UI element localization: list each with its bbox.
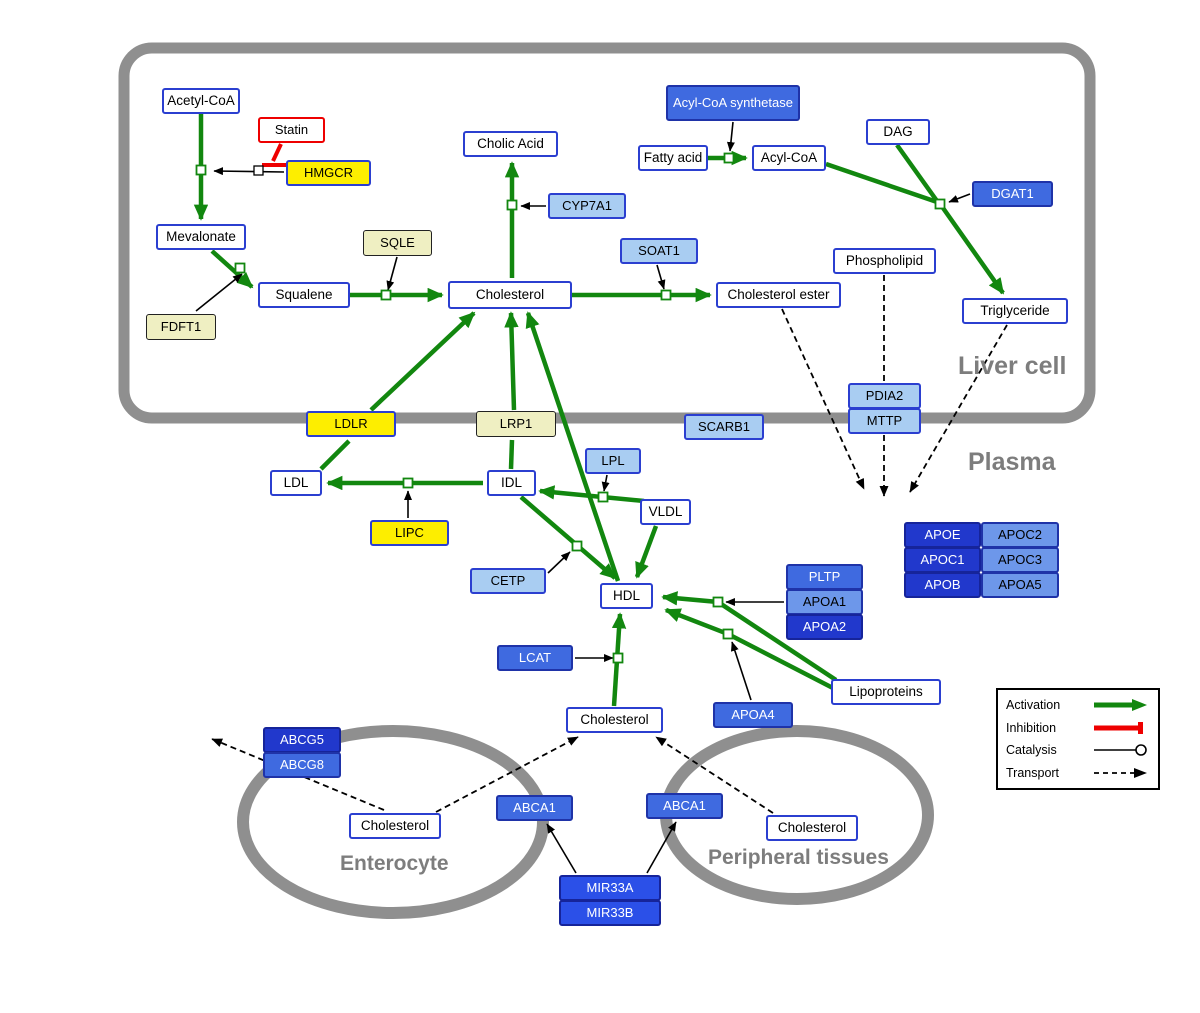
reaction-nodes (195, 152, 946, 664)
enterocyte-membrane (237, 725, 549, 919)
legend: Activation Inhibition Catalysis Transpor… (996, 688, 1160, 790)
activation-arrow-icon (1094, 699, 1147, 712)
legend-item-transport: Transport (1006, 766, 1150, 780)
peripheral-tissues-label: Peripheral tissues (708, 846, 889, 869)
node-acetyl-coa[interactable]: Acetyl-CoA (162, 88, 240, 114)
node-abcg5[interactable]: ABCG5 (263, 727, 341, 753)
node-cetp[interactable]: CETP (470, 568, 546, 594)
node-scarb1[interactable]: SCARB1 (684, 414, 764, 440)
node-lrp1[interactable]: LRP1 (476, 411, 556, 437)
node-vldl[interactable]: VLDL (640, 499, 691, 525)
node-lipc[interactable]: LIPC (370, 520, 449, 546)
node-dgat1[interactable]: DGAT1 (972, 181, 1053, 207)
node-cyp7a1[interactable]: CYP7A1 (548, 193, 626, 219)
node-apoa1[interactable]: APOA1 (786, 589, 863, 615)
node-acyl-coa[interactable]: Acyl-CoA (752, 145, 826, 171)
node-acyl-coa-synthetase[interactable]: Acyl-CoA synthetase (666, 85, 800, 121)
node-lipoproteins[interactable]: Lipoproteins (831, 679, 941, 705)
node-hdl[interactable]: HDL (600, 583, 653, 609)
node-cholesterol-liver[interactable]: Cholesterol (448, 281, 572, 309)
liver-cell-label: Liver cell (958, 352, 1067, 380)
node-apoa2[interactable]: APOA2 (786, 614, 863, 640)
node-abcg8[interactable]: ABCG8 (263, 752, 341, 778)
node-cholesterol-enterocyte[interactable]: Cholesterol (349, 813, 441, 839)
node-cholesterol-plasma[interactable]: Cholesterol (566, 707, 663, 733)
node-apoc2[interactable]: APOC2 (981, 522, 1059, 548)
membranes (118, 42, 1096, 919)
inhibition-edge (262, 143, 286, 167)
node-fdft1[interactable]: FDFT1 (146, 314, 216, 340)
node-hmgcr[interactable]: HMGCR (286, 160, 371, 186)
node-apoc3[interactable]: APOC3 (981, 547, 1059, 573)
node-lpl[interactable]: LPL (585, 448, 641, 474)
legend-label-catalysis: Catalysis (1006, 743, 1057, 758)
node-cholesterol-ester[interactable]: Cholesterol ester (716, 282, 841, 308)
catalysis-edges (195, 121, 971, 874)
node-triglyceride[interactable]: Triglyceride (962, 298, 1068, 324)
node-pltp[interactable]: PLTP (786, 564, 863, 590)
legend-item-inhibition: Inhibition (1006, 721, 1150, 735)
catalysis-junction-square (253, 165, 264, 176)
node-apoa4[interactable]: APOA4 (713, 702, 793, 728)
node-phospholipid[interactable]: Phospholipid (833, 248, 936, 274)
node-mevalonate[interactable]: Mevalonate (156, 224, 246, 250)
node-abca1-enterocyte[interactable]: ABCA1 (496, 795, 573, 821)
node-ldl[interactable]: LDL (270, 470, 322, 496)
node-mir33a[interactable]: MIR33A (559, 875, 661, 901)
node-squalene[interactable]: Squalene (258, 282, 350, 308)
node-cholic-acid[interactable]: Cholic Acid (463, 131, 558, 157)
node-apoa5[interactable]: APOA5 (981, 572, 1059, 598)
node-apob[interactable]: APOB (904, 572, 981, 598)
node-pdia2[interactable]: PDIA2 (848, 383, 921, 409)
node-mir33b[interactable]: MIR33B (559, 900, 661, 926)
legend-label-inhibition: Inhibition (1006, 720, 1057, 735)
node-soat1[interactable]: SOAT1 (620, 238, 698, 264)
node-abca1-peripheral[interactable]: ABCA1 (646, 793, 723, 819)
inhibition-tbar-icon (1094, 721, 1143, 734)
enterocyte-label: Enterocyte (340, 852, 449, 875)
legend-label-activation: Activation (1006, 698, 1061, 713)
node-mttp[interactable]: MTTP (848, 408, 921, 434)
node-dag[interactable]: DAG (866, 119, 930, 145)
node-ldlr[interactable]: LDLR (306, 411, 396, 437)
node-sqle[interactable]: SQLE (363, 230, 432, 256)
node-lcat[interactable]: LCAT (497, 645, 573, 671)
catalysis-circle-icon (1094, 744, 1147, 757)
legend-label-transport: Transport (1006, 765, 1060, 780)
legend-item-catalysis: Catalysis (1006, 743, 1150, 757)
legend-item-activation: Activation (1006, 698, 1150, 712)
node-idl[interactable]: IDL (487, 470, 536, 496)
plasma-label: Plasma (968, 448, 1056, 476)
node-cholesterol-peripheral[interactable]: Cholesterol (766, 815, 858, 841)
node-apoc1[interactable]: APOC1 (904, 547, 981, 573)
node-fatty-acid[interactable]: Fatty acid (638, 145, 708, 171)
node-apoe[interactable]: APOE (904, 522, 981, 548)
liver-cell-membrane (118, 42, 1096, 424)
transport-dashed-arrow-icon (1094, 767, 1147, 778)
node-statin[interactable]: Statin (258, 117, 325, 143)
